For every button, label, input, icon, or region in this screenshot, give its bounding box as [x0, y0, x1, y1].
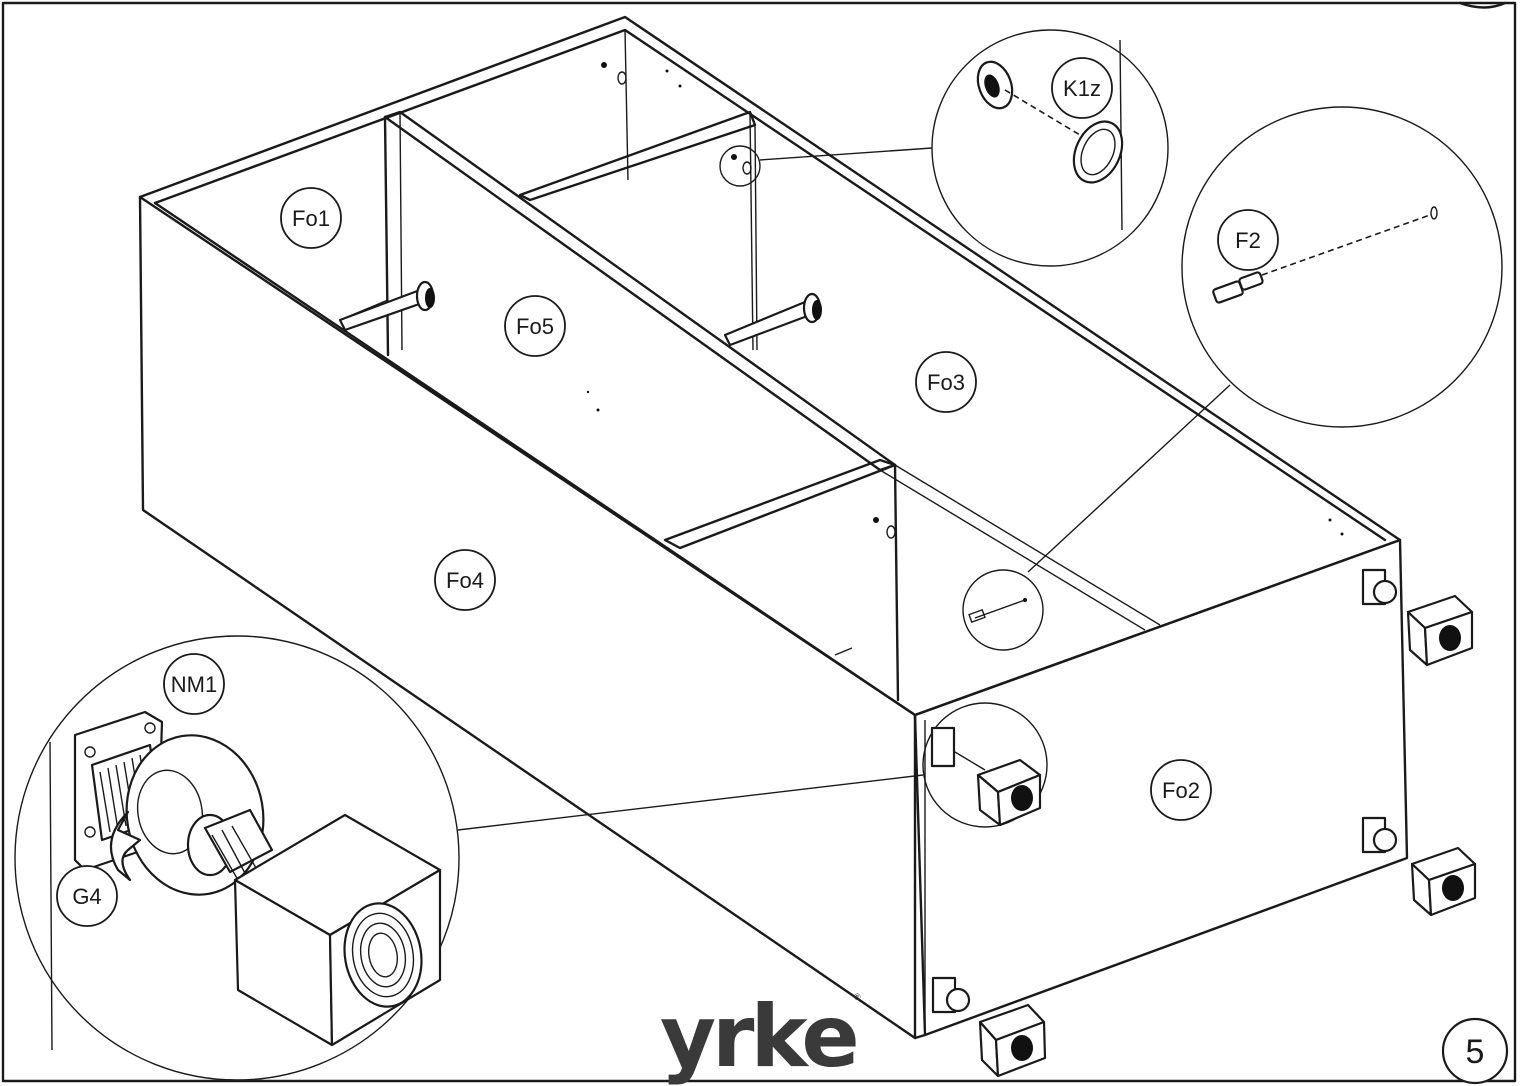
foot-block	[978, 1003, 1047, 1078]
k1z-detail-magnifier	[719, 29, 1169, 267]
foot-block	[1406, 594, 1474, 667]
svg-text:NM1: NM1	[171, 672, 217, 697]
callout-g4: G4	[56, 865, 118, 927]
callout-nm1: NM1	[163, 653, 225, 715]
cam-pins	[586, 62, 1344, 656]
svg-text:K1z: K1z	[1063, 76, 1101, 101]
svg-text:®: ®	[854, 992, 861, 1002]
svg-text:Fo5: Fo5	[516, 314, 554, 339]
callout-fo1: Fo1	[280, 187, 342, 249]
callout-fo4: Fo4	[434, 549, 496, 611]
svg-text:Fo4: Fo4	[446, 568, 484, 593]
mount-plates	[931, 568, 1398, 1014]
cabinet-carcass	[138, 15, 1409, 1040]
svg-text:Fo1: Fo1	[292, 206, 330, 231]
foot-block	[1410, 846, 1477, 917]
svg-text:Fo2: Fo2	[1162, 778, 1200, 803]
callout-f2: F2	[1217, 209, 1279, 271]
brand-logo: yrke ®	[660, 987, 861, 1086]
callout-fo3: Fo3	[915, 351, 977, 413]
svg-text:Fo3: Fo3	[927, 370, 965, 395]
f2-detail-magnifier	[1181, 106, 1503, 428]
callout-fo5: Fo5	[504, 295, 566, 357]
svg-text:G4: G4	[72, 884, 101, 909]
callout-k1z: K1z	[1051, 57, 1113, 119]
connector-rods	[338, 280, 822, 347]
svg-text:5: 5	[1466, 1033, 1485, 1071]
callout-fo2: Fo2	[1150, 759, 1212, 821]
step-number-badge: 5	[1441, 1017, 1509, 1085]
leveling-feet	[922, 568, 1477, 1078]
nm1-g4-detail-magnifier	[14, 635, 924, 1081]
f2-detail-on-panel	[962, 384, 1231, 651]
svg-text:F2: F2	[1235, 228, 1261, 253]
svg-text:yrke: yrke	[660, 987, 856, 1086]
